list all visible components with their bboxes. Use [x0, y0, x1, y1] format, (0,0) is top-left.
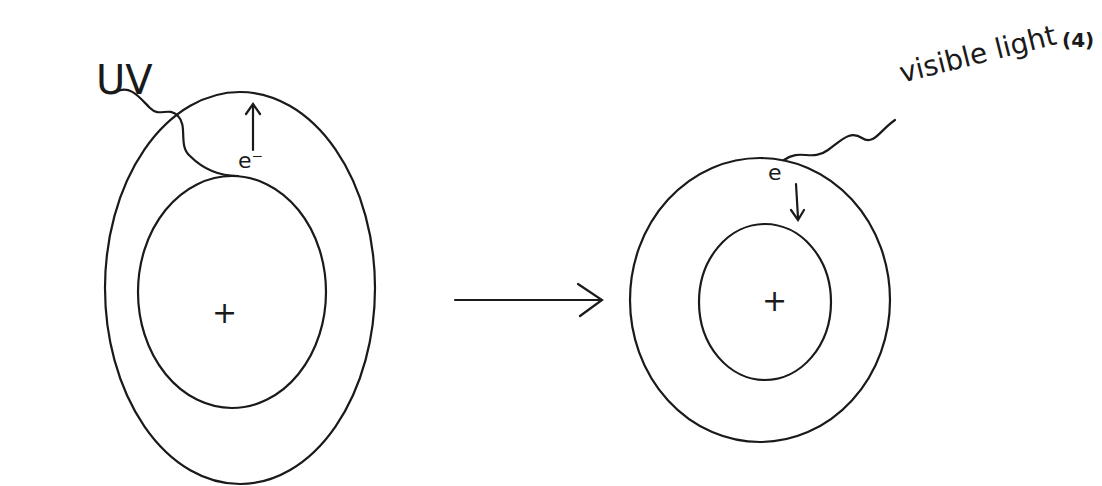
- electron-label: e: [768, 162, 782, 184]
- nucleus-label: +: [212, 298, 237, 328]
- visible-wave: [784, 120, 895, 160]
- inner-shell: [699, 224, 831, 380]
- radiation-label: UV: [96, 60, 153, 100]
- arrowhead: [791, 210, 804, 220]
- inner-shell: [138, 176, 326, 408]
- uv-wave: [116, 90, 238, 176]
- arrowhead: [578, 284, 602, 316]
- radiation-label: visible light: [897, 22, 1059, 88]
- outer-shell: [630, 158, 890, 442]
- electron-label: e⁻: [238, 150, 263, 172]
- process-arrow: [455, 299, 600, 301]
- arrowhead: [246, 104, 260, 114]
- question-mark-count: (4): [1062, 30, 1094, 50]
- outer-shell: [105, 92, 375, 484]
- nucleus-label: +: [762, 286, 787, 316]
- relaxation-arrow: [796, 184, 798, 218]
- excitation-arrow: [252, 106, 254, 150]
